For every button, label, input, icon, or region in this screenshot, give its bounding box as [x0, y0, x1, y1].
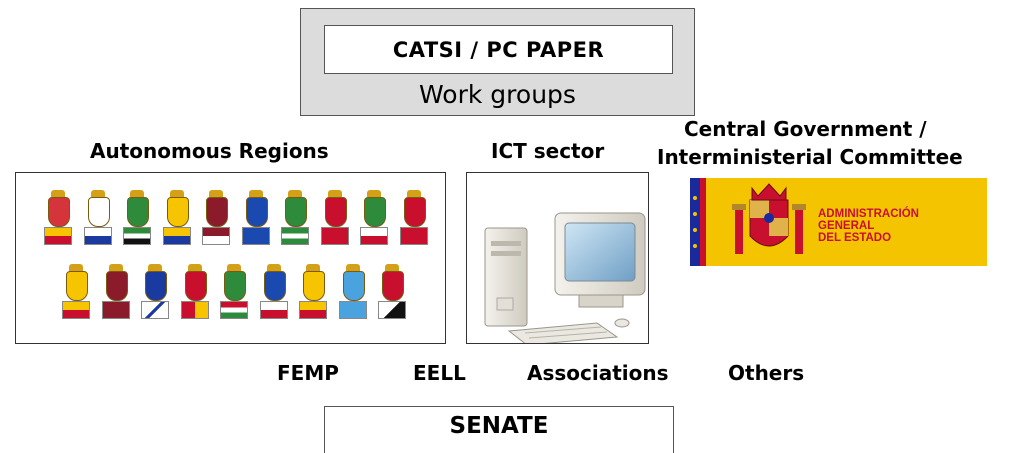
- catsi-title-box: CATSI / PC PAPER: [324, 25, 673, 74]
- region-flag-icon: [320, 227, 349, 245]
- region-crest-icon: [303, 271, 325, 301]
- region-crown-icon: [209, 190, 223, 197]
- region-flag-icon: [123, 227, 151, 245]
- region-crown-icon: [288, 190, 302, 197]
- region-crest-icon: [364, 197, 386, 227]
- region-flag-icon: [101, 301, 130, 319]
- region-crest-icon: [206, 197, 228, 227]
- computer-icon: [484, 212, 646, 343]
- region-crown-icon: [406, 190, 421, 197]
- region-crest-icon: [224, 271, 246, 301]
- eell-label: EELL: [413, 361, 466, 385]
- region-flag-icon: [162, 227, 191, 245]
- region-crest-icon: [382, 271, 404, 301]
- region-crest-icon: [324, 197, 347, 227]
- region-crest-icon: [66, 271, 88, 301]
- administracion-logo: ADMINISTRACIÓN GENERAL DEL ESTADO: [690, 178, 987, 266]
- region-flag-icon: [399, 227, 428, 245]
- region-crown-icon: [227, 264, 241, 271]
- work-groups-label: Work groups: [419, 80, 576, 109]
- region-crest-icon: [342, 271, 365, 301]
- region-flag-icon: [281, 227, 309, 245]
- region-crown-icon: [108, 264, 123, 271]
- region-flag-icon: [378, 301, 406, 319]
- senate-title: SENATE: [449, 413, 549, 439]
- region-crown-icon: [90, 190, 105, 197]
- ict-sector-label: ICT sector: [491, 139, 605, 163]
- region-crown-icon: [345, 264, 360, 271]
- region-crest-icon: [245, 197, 268, 227]
- catsi-title: CATSI / PC PAPER: [392, 37, 605, 62]
- region-flag-icon: [360, 227, 388, 245]
- senate-box: SENATE: [324, 406, 674, 453]
- region-crest-icon: [403, 197, 426, 227]
- region-flag-icon: [299, 301, 327, 319]
- associations-label: Associations: [527, 361, 669, 385]
- logo-line-2: GENERAL: [818, 220, 875, 232]
- coat-of-arms-icon: [690, 178, 806, 266]
- region-crest-icon: [145, 271, 167, 301]
- femp-label: FEMP: [277, 361, 339, 385]
- region-flag-icon: [83, 227, 112, 245]
- region-crest-icon: [166, 197, 189, 227]
- region-flag-icon: [202, 227, 230, 245]
- interministerial-committee-label: Interministerial Committee: [657, 145, 963, 169]
- region-crown-icon: [169, 190, 184, 197]
- logo-line-1: ADMINISTRACIÓN: [818, 208, 919, 220]
- region-crown-icon: [130, 190, 144, 197]
- region-flag-icon: [44, 227, 72, 245]
- autonomous-regions-image: [15, 172, 446, 344]
- others-label: Others: [728, 361, 805, 385]
- region-crest-icon: [285, 197, 307, 227]
- region-flag-icon: [180, 301, 209, 319]
- central-government-label: Central Government /: [684, 117, 927, 141]
- region-crown-icon: [367, 190, 381, 197]
- region-flag-icon: [259, 301, 288, 319]
- region-crown-icon: [327, 190, 342, 197]
- region-crown-icon: [69, 264, 83, 271]
- region-crown-icon: [187, 264, 202, 271]
- region-crown-icon: [148, 264, 162, 271]
- region-crown-icon: [266, 264, 281, 271]
- ict-sector-image: [466, 172, 649, 344]
- region-flag-icon: [141, 301, 169, 319]
- logo-line-3: DEL ESTADO: [818, 232, 892, 244]
- region-flag-icon: [338, 301, 367, 319]
- region-crest-icon: [184, 271, 207, 301]
- region-crown-icon: [51, 190, 65, 197]
- region-flag-icon: [241, 227, 270, 245]
- region-flag-icon: [220, 301, 248, 319]
- region-flag-icon: [62, 301, 90, 319]
- region-crest-icon: [263, 271, 286, 301]
- autonomous-regions-label: Autonomous Regions: [90, 139, 329, 163]
- region-crest-icon: [48, 197, 70, 227]
- region-crest-icon: [105, 271, 128, 301]
- region-crown-icon: [306, 264, 320, 271]
- region-crest-icon: [127, 197, 149, 227]
- region-crest-icon: [87, 197, 110, 227]
- region-crown-icon: [248, 190, 263, 197]
- region-crown-icon: [385, 264, 399, 271]
